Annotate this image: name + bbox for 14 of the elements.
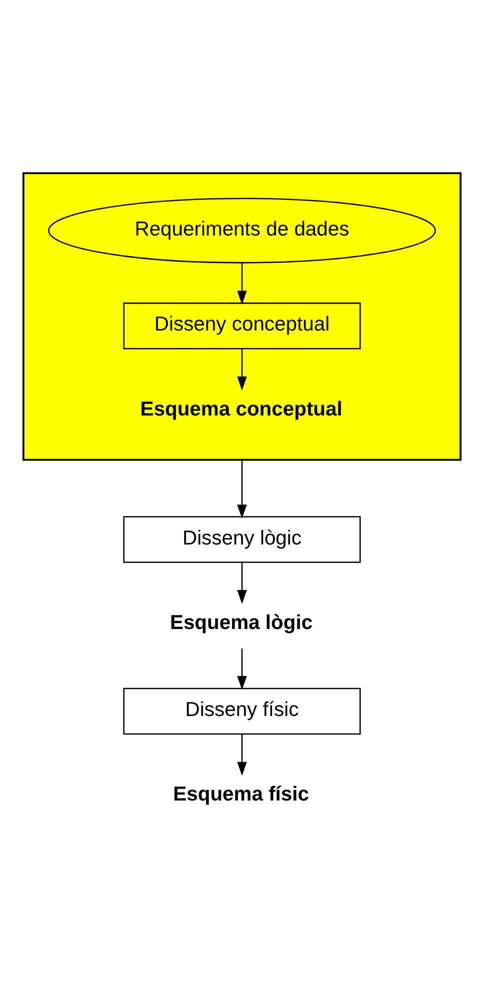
node-text: Esquema conceptual: [140, 398, 342, 420]
node-box: Disseny físic: [123, 688, 361, 735]
cluster: [22, 172, 462, 461]
arrow: [237, 562, 247, 604]
arrow: [237, 648, 247, 690]
node-text: Esquema lògic: [170, 612, 313, 634]
arrow: [237, 349, 247, 390]
node-box: Disseny lògic: [123, 516, 361, 563]
arrow: [237, 262, 247, 305]
arrow: [237, 460, 247, 519]
arrow: [237, 734, 247, 776]
node-text: Esquema físic: [173, 784, 310, 806]
node-box: Disseny conceptual: [123, 302, 361, 350]
node-ellipse: Requeriments de dades: [48, 198, 436, 264]
